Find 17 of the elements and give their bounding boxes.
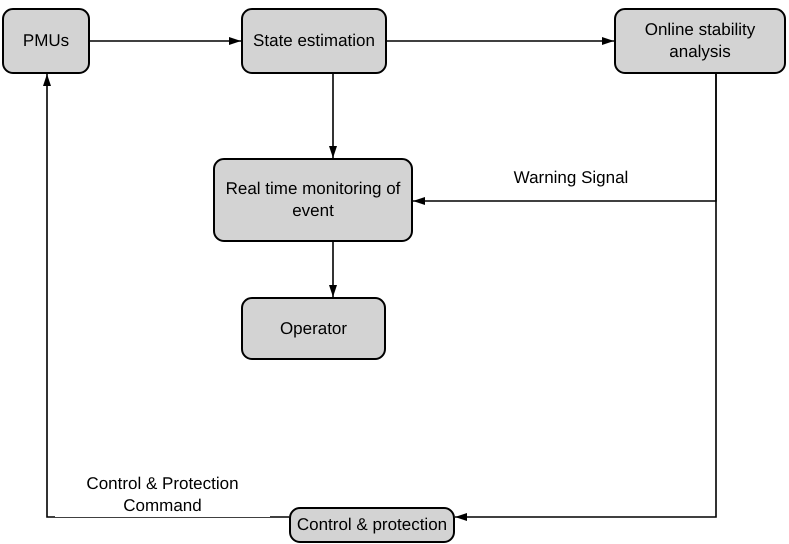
process-box bbox=[241, 8, 387, 74]
process-box bbox=[614, 8, 786, 74]
arrow bbox=[329, 242, 337, 297]
node-label: Operator bbox=[280, 318, 348, 340]
process-box bbox=[241, 297, 386, 360]
arrow bbox=[387, 37, 614, 45]
node-label: Online stability analysis bbox=[644, 19, 756, 63]
process-box bbox=[2, 8, 90, 74]
node-label: Real time monitoring of event bbox=[224, 178, 402, 222]
process-box bbox=[213, 158, 413, 242]
arrow bbox=[90, 37, 241, 45]
node-label: PMUs bbox=[22, 30, 70, 52]
arrow bbox=[329, 74, 337, 158]
arrow bbox=[43, 74, 289, 518]
node-label: Control & protection bbox=[296, 514, 448, 536]
process-box bbox=[289, 507, 455, 543]
node-label: State estimation bbox=[253, 30, 375, 52]
